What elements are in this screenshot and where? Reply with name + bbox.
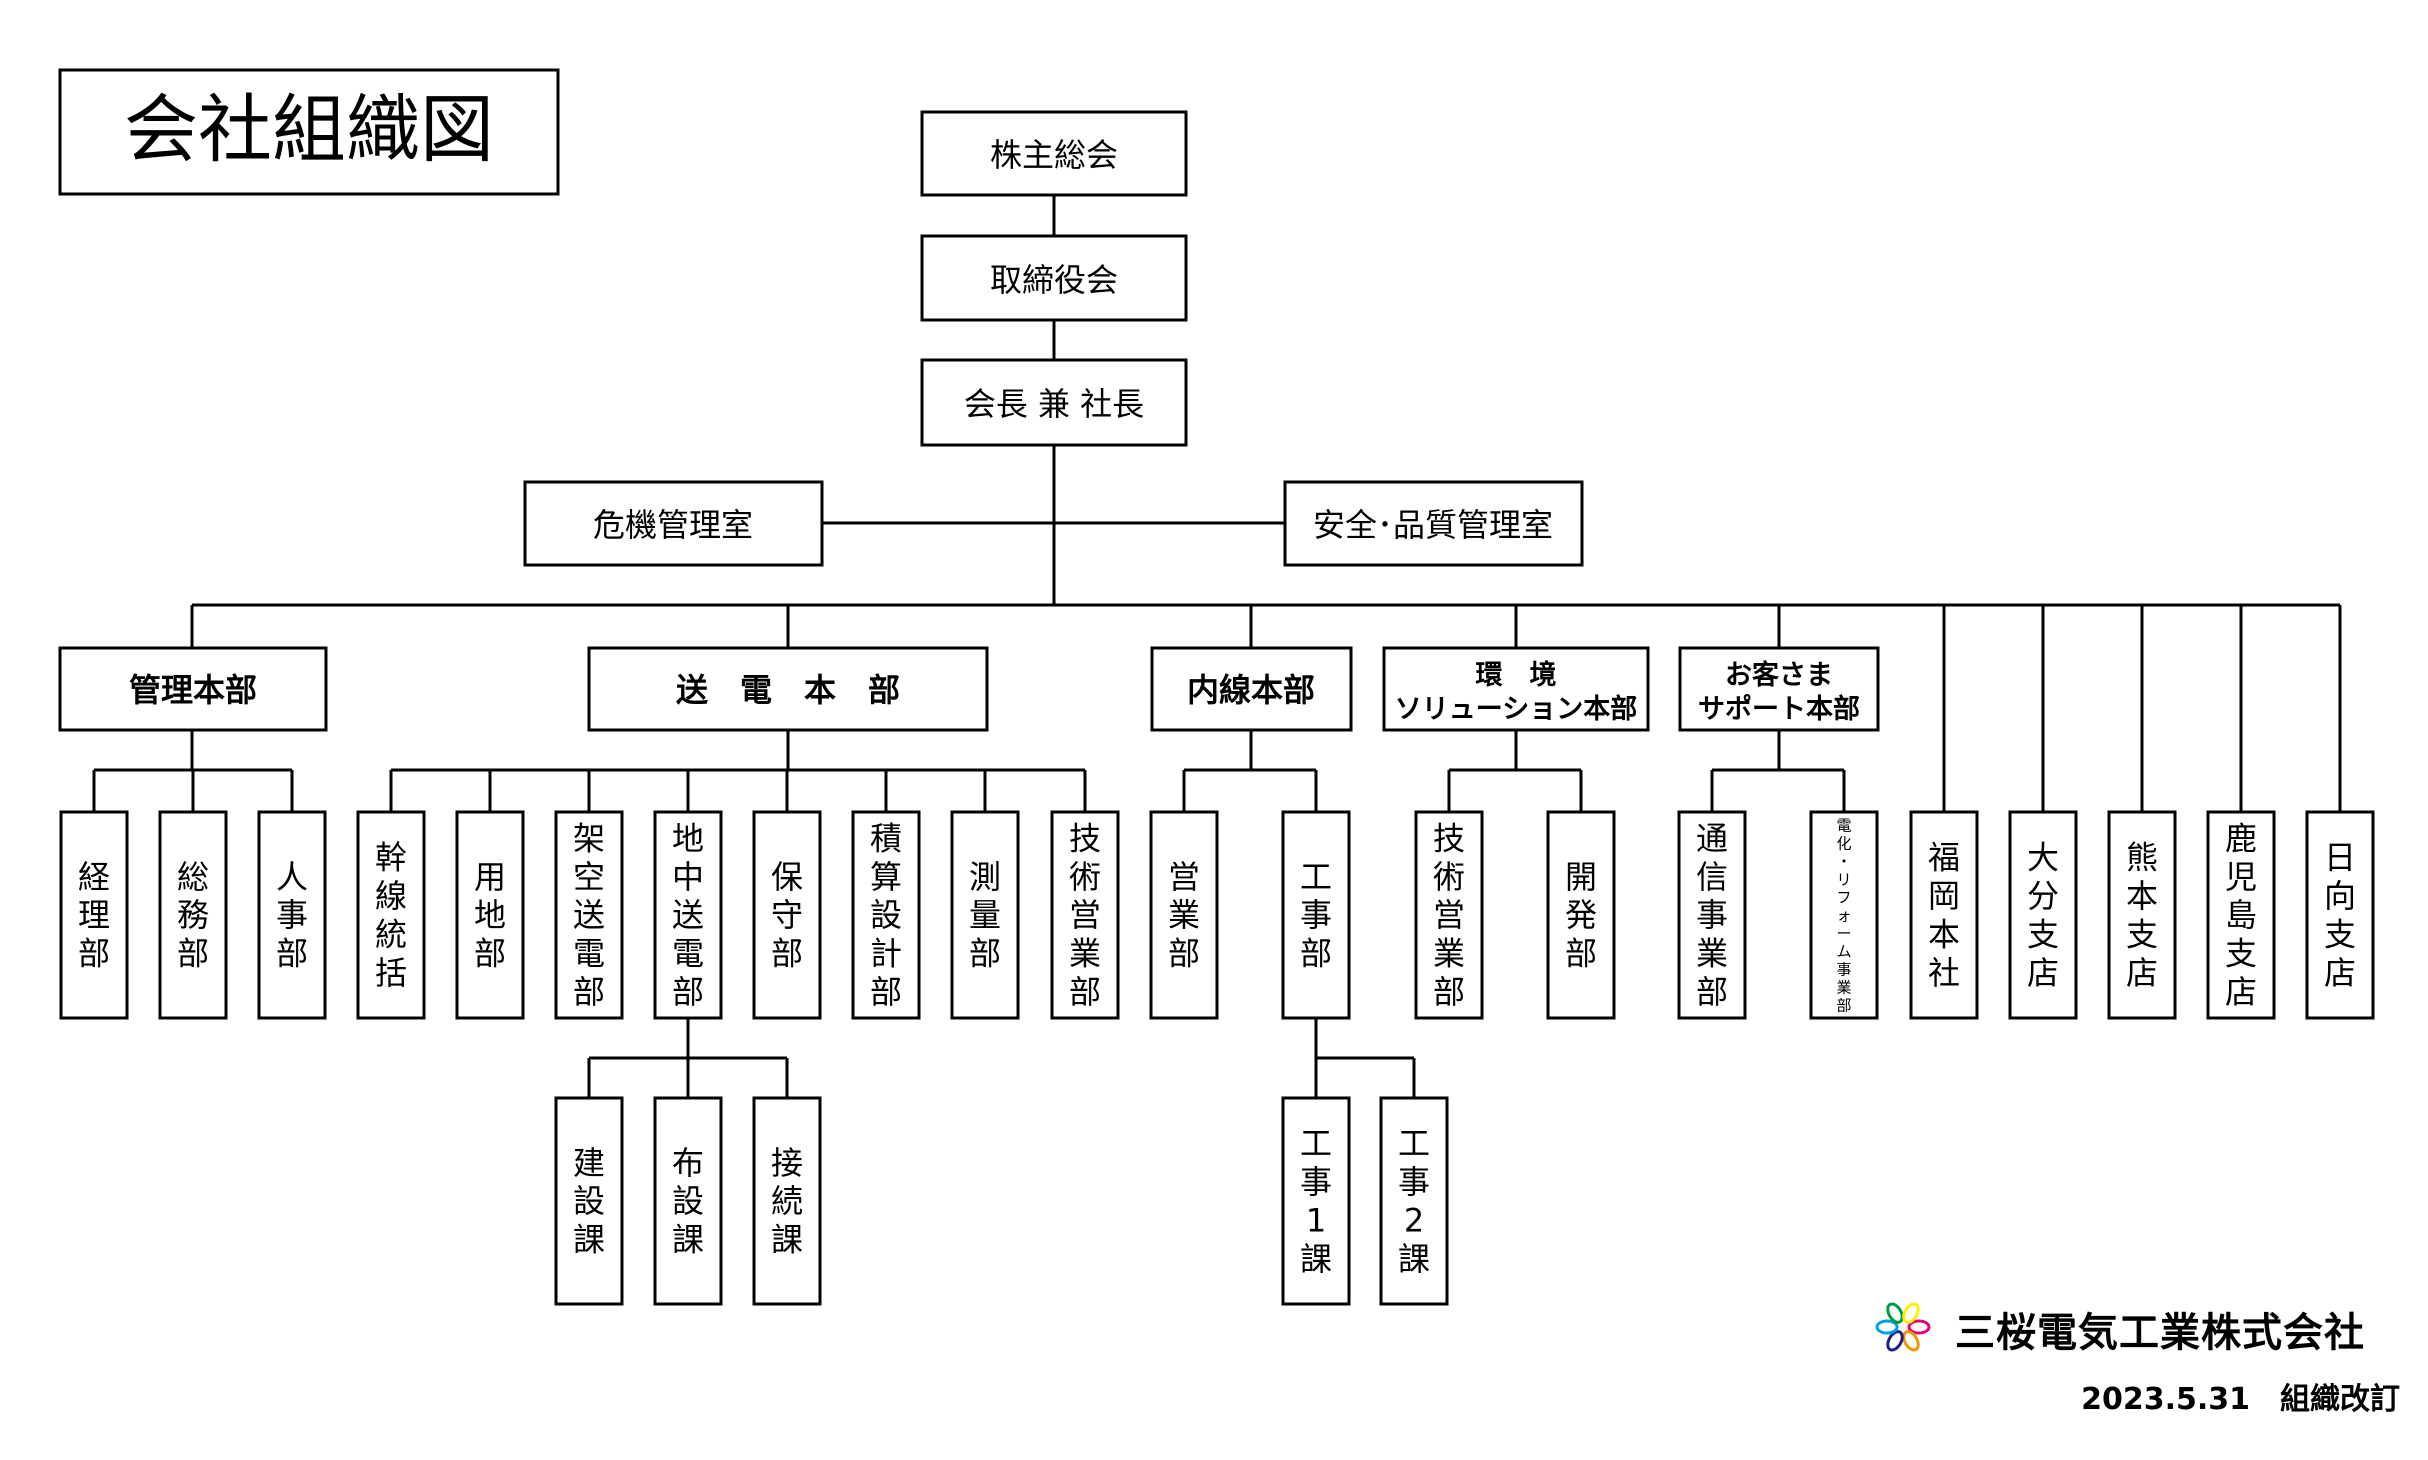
branch-box: 大分支店	[2008, 810, 2078, 1020]
department-box: 保守部	[752, 810, 822, 1020]
svg-text:大分支店: 大分支店	[2027, 839, 2059, 992]
department-box: 営業部	[1149, 810, 1219, 1020]
svg-text:株主総会: 株主総会	[990, 136, 1118, 174]
svg-text:人事部: 人事部	[276, 858, 308, 973]
svg-text:お客さまサポート本部: お客さまサポート本部	[1698, 659, 1860, 725]
branch-box: 福岡本社	[1909, 810, 1979, 1020]
svg-text:経理部: 経理部	[78, 858, 110, 973]
svg-text:管理本部: 管理本部	[129, 671, 257, 709]
svg-text:用地部: 用地部	[474, 858, 506, 973]
svg-text:建設課: 建設課	[573, 1144, 605, 1259]
department-box: 架空送電部	[554, 810, 624, 1020]
section-box: 接続課	[752, 1096, 822, 1306]
department-boxes: 経理部 総務部 人事部 幹線統括 用地部 架空送電部 地中送電部 保守部 積算設計部 測量部 技術営…	[59, 810, 2375, 1306]
department-box: 工事部	[1281, 810, 1351, 1020]
svg-text:測量部: 測量部	[969, 858, 1001, 973]
box-shareholders-meeting: 株主総会	[920, 110, 1188, 197]
department-box: 技術営業部	[1414, 810, 1484, 1020]
branch-box: 日向支店	[2305, 810, 2375, 1020]
department-box: 測量部	[950, 810, 1020, 1020]
svg-text:保守部: 保守部	[771, 858, 803, 973]
department-box: 人事部	[257, 810, 327, 1020]
footer-revision-date: 2023.5.31 組織改訂	[2081, 1382, 2400, 1417]
svg-text:環 境ソリューション本部: 環 境ソリューション本部	[1395, 660, 1637, 725]
box-safety-quality-office: 安全･品質管理室	[1283, 480, 1584, 567]
department-box: 経理部	[59, 810, 129, 1020]
section-box: 布設課	[653, 1096, 723, 1306]
svg-text:布設課: 布設課	[672, 1144, 704, 1259]
svg-text:接続課: 接続課	[771, 1144, 803, 1259]
svg-text:開発部: 開発部	[1565, 858, 1597, 973]
svg-text:送 電 本 部: 送 電 本 部	[676, 671, 900, 709]
svg-text:技術営業部: 技術営業部	[1069, 819, 1101, 1011]
box-division-environment-solution: 環 境ソリューション本部	[1382, 646, 1650, 732]
svg-text:総務部: 総務部	[177, 858, 209, 973]
department-box: 電化・リフォーム事業部	[1809, 810, 1879, 1020]
svg-text:安全･品質管理室: 安全･品質管理室	[1313, 506, 1553, 544]
svg-text:鹿児島支店: 鹿児島支店	[2225, 819, 2257, 1011]
box-risk-management-office: 危機管理室	[523, 480, 824, 567]
branch-box: 熊本支店	[2107, 810, 2177, 1020]
svg-text:福岡本社: 福岡本社	[1928, 839, 1960, 992]
svg-text:日向支店: 日向支店	[2324, 839, 2356, 992]
chart-title-box: 会社組織図	[58, 68, 560, 196]
svg-text:取締役会: 取締役会	[990, 261, 1118, 299]
company-logo-icon	[1875, 1302, 1931, 1352]
connector-lines	[92, 195, 2342, 1098]
svg-text:内線本部: 内線本部	[1187, 671, 1315, 709]
branch-box: 鹿児島支店	[2206, 810, 2276, 1020]
svg-text:地中送電部: 地中送電部	[672, 819, 704, 1011]
box-division-transmission: 送 電 本 部	[587, 646, 989, 732]
box-division-interior-wiring: 内線本部	[1150, 646, 1353, 732]
svg-text:危機管理室: 危機管理室	[593, 506, 753, 544]
svg-text:工事部: 工事部	[1300, 858, 1332, 973]
svg-text:通信事業部: 通信事業部	[1696, 819, 1728, 1011]
svg-text:架空送電部: 架空送電部	[573, 819, 605, 1011]
department-box: 開発部	[1546, 810, 1616, 1020]
department-box: 技術営業部	[1050, 810, 1120, 1020]
chart-title: 会社組織図	[124, 87, 494, 173]
department-box: 通信事業部	[1677, 810, 1747, 1020]
section-box: 建設課	[554, 1096, 624, 1306]
svg-text:電化・リフォーム事業部: 電化・リフォーム事業部	[1836, 816, 1851, 1014]
box-board-of-directors: 取締役会	[920, 234, 1188, 322]
department-box: 総務部	[158, 810, 228, 1020]
svg-text:熊本支店: 熊本支店	[2126, 839, 2158, 992]
svg-text:積算設計部: 積算設計部	[870, 819, 902, 1011]
svg-text:技術営業部: 技術営業部	[1433, 819, 1465, 1011]
department-box: 幹線統括	[356, 810, 426, 1020]
svg-text:営業部: 営業部	[1168, 858, 1200, 973]
svg-text:会長 兼 社長: 会長 兼 社長	[964, 385, 1144, 423]
svg-text:幹線統括: 幹線統括	[375, 839, 407, 992]
footer-company-name: 三桜電気工業株式会社	[1955, 1310, 2365, 1356]
box-division-customer-support: お客さまサポート本部	[1678, 646, 1880, 732]
department-box: 積算設計部	[851, 810, 921, 1020]
box-division-administration: 管理本部	[58, 646, 328, 732]
department-box: 地中送電部	[653, 810, 723, 1020]
department-box: 用地部	[455, 810, 525, 1020]
box-chairman-president: 会長 兼 社長	[920, 358, 1188, 447]
